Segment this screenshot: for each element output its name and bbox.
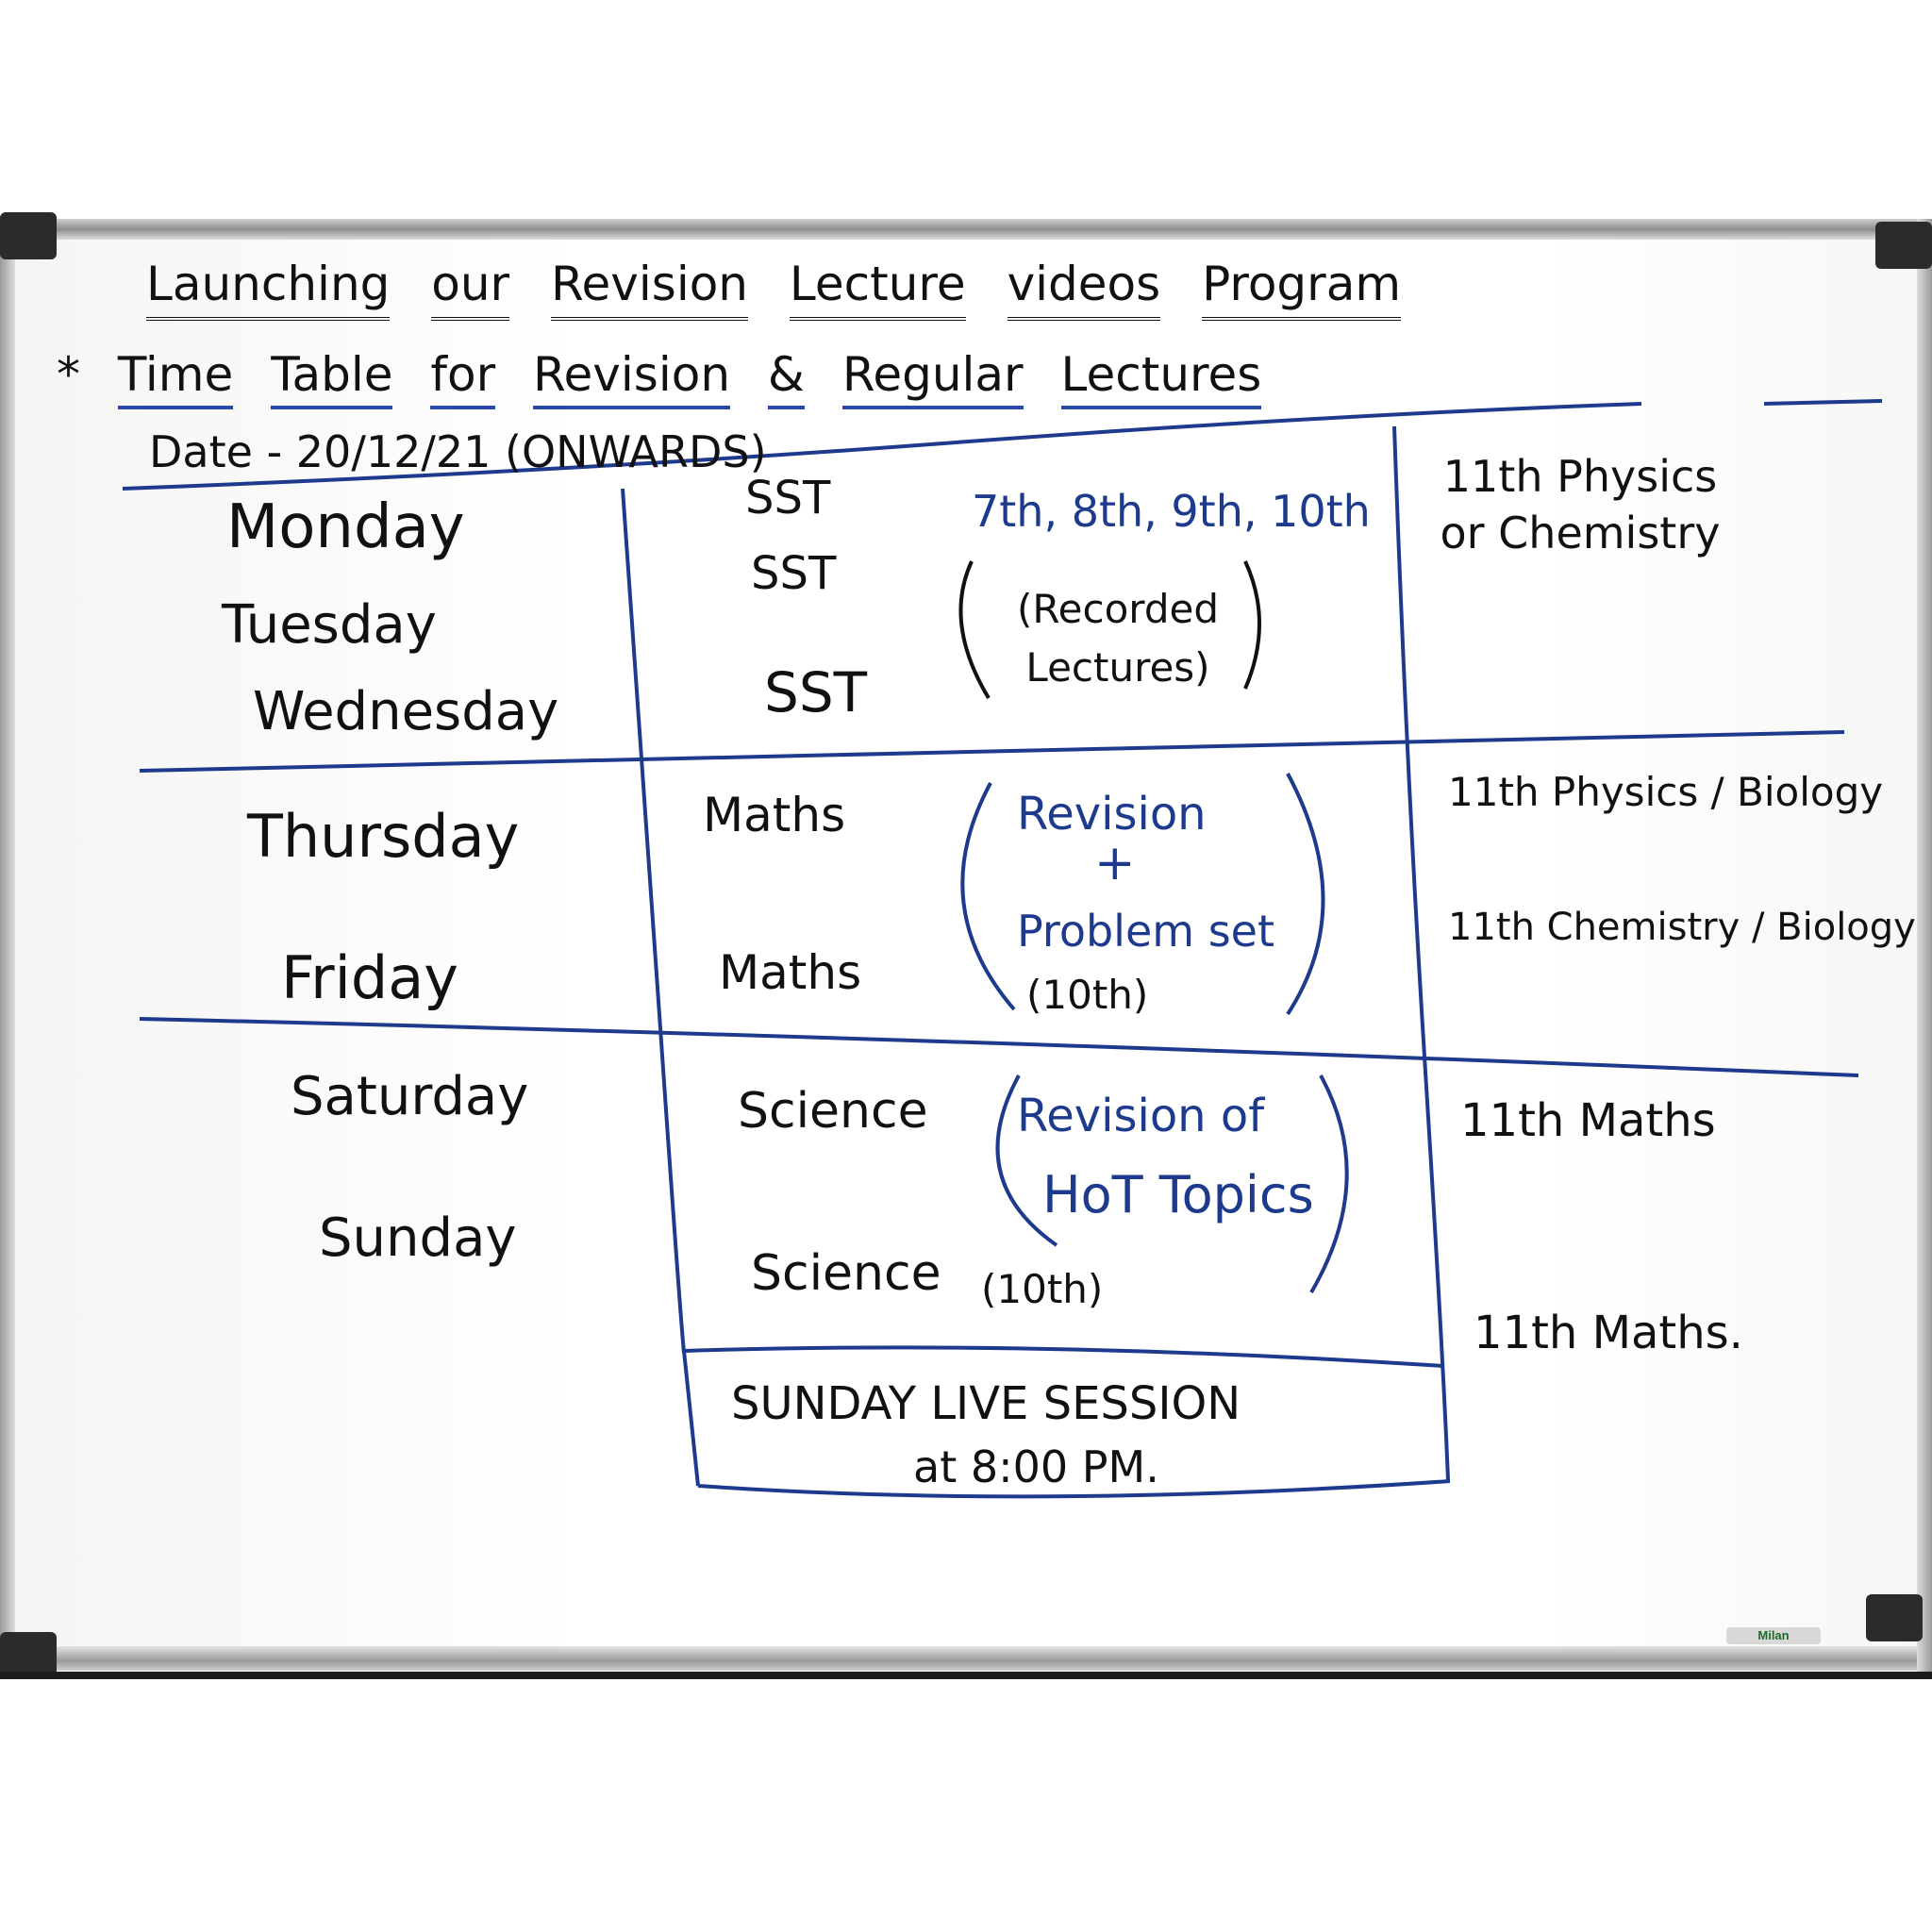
live-session-title: SUNDAY LIVE SESSION	[731, 1377, 1241, 1430]
group2-plus: +	[1094, 835, 1136, 891]
bracket	[995, 1074, 1058, 1247]
bracket	[1243, 560, 1261, 690]
board-subtitle: * Time Table for Revision & Regular Lect…	[57, 347, 1262, 409]
group2-line2: Problem set	[1017, 906, 1274, 957]
subject: Science	[751, 1245, 941, 1302]
frame-corner	[0, 1632, 57, 1679]
whiteboard	[0, 223, 1932, 1666]
underline-right	[1763, 399, 1883, 406]
row-line-2	[139, 1017, 1859, 1077]
group3-class: (10th)	[981, 1266, 1104, 1312]
day-monday: Monday	[226, 492, 465, 562]
frame-corner	[1866, 1594, 1923, 1641]
live-box-bottom	[697, 1479, 1451, 1499]
subject: SST	[764, 660, 868, 724]
subtitle-word: &	[767, 347, 805, 409]
group2-class: (10th)	[1026, 972, 1149, 1018]
day-sunday: Sunday	[319, 1208, 517, 1269]
bracket	[1309, 1074, 1349, 1294]
day-friday: Friday	[281, 943, 458, 1012]
group3-line2: HoT Topics	[1042, 1165, 1314, 1224]
day-wednesday: Wednesday	[253, 681, 559, 742]
eleventh-entry: 11th Maths.	[1474, 1307, 1743, 1359]
star-bullet-icon: *	[57, 347, 80, 402]
title-word: Program	[1202, 257, 1402, 321]
title-word: our	[431, 257, 510, 321]
subject: Science	[738, 1083, 928, 1140]
title-word: Launching	[146, 257, 391, 321]
bracket	[958, 560, 991, 700]
day-saturday: Saturday	[291, 1066, 529, 1127]
day-thursday: Thursday	[247, 802, 520, 871]
board-frame-bottom	[0, 1646, 1932, 1671]
brand-plate: Milan	[1726, 1627, 1821, 1644]
row-line-1	[139, 730, 1845, 773]
live-session-time: at 8:00 PM.	[913, 1441, 1159, 1492]
group3-line1: Revision of	[1017, 1090, 1265, 1142]
group2-line1: Revision	[1017, 788, 1207, 841]
subtitle-word: Time	[117, 347, 234, 409]
title-word: videos	[1007, 257, 1161, 321]
group1-note: (Recorded Lectures)	[1017, 586, 1219, 691]
marker-tray	[0, 1672, 1932, 1679]
subtitle-word: Regular	[841, 347, 1024, 409]
group1-classes: 7th, 8th, 9th, 10th	[972, 486, 1371, 537]
subtitle-word: for	[430, 347, 496, 409]
subtitle-word: Table	[271, 347, 393, 409]
subject: SST	[751, 547, 837, 600]
eleventh-entry: 11th Chemistry / Biology	[1448, 906, 1916, 949]
live-box-left	[682, 1350, 700, 1487]
board-frame-right	[1917, 219, 1932, 1672]
column-line-1	[621, 488, 686, 1354]
frame-corner	[0, 212, 57, 259]
live-box-top	[683, 1345, 1444, 1368]
board-frame-left	[0, 219, 15, 1672]
title-word: Lecture	[789, 257, 966, 321]
board-frame-top	[0, 219, 1932, 240]
eleventh-entry: 11th Maths	[1460, 1094, 1716, 1147]
subtitle-word: Revision	[533, 347, 731, 409]
bracket	[1286, 773, 1325, 1016]
date-line: Date - 20/12/21 (ONWARDS)	[149, 426, 767, 477]
eleventh-entry: 11th Physics / Biology	[1448, 769, 1884, 815]
subject: SST	[745, 472, 831, 525]
column-line-2	[1392, 425, 1450, 1482]
subtitle-word: Lectures	[1060, 347, 1262, 409]
day-tuesday: Tuesday	[222, 594, 437, 656]
subject: Maths	[703, 788, 846, 842]
board-title: Launching our Revision Lecture videos Pr…	[146, 257, 1402, 321]
date-underline	[122, 402, 1642, 491]
bracket	[960, 782, 1016, 1011]
subject: Maths	[719, 945, 862, 1000]
title-word: Revision	[551, 257, 748, 321]
eleventh-entry: 11th Physics or Chemistry	[1440, 451, 1721, 558]
frame-corner	[1875, 222, 1932, 269]
